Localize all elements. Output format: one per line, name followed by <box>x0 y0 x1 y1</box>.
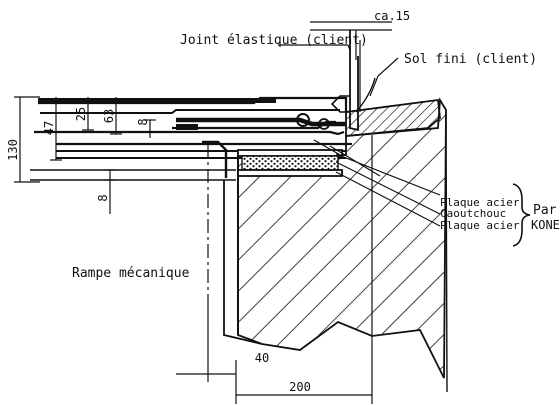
steel-plate-top <box>237 149 343 157</box>
elastic-joint <box>330 30 376 132</box>
steel-plate-bottom <box>237 169 343 177</box>
label-sol-fini: Sol fini (client) <box>404 52 537 67</box>
dim-25: 25 <box>74 107 88 121</box>
label-par: Par <box>533 203 557 218</box>
label-rampe-mecanique: Rampe mécanique <box>72 266 190 281</box>
label-ca15: ca.15 <box>374 9 410 23</box>
label-plaque-acier-2: Plaque acier <box>440 219 520 232</box>
label-joint-elastique: Joint élastique (client) <box>180 33 368 48</box>
dim-8-bottom: 8 <box>96 194 110 201</box>
label-caoutchouc: Caoutchouc <box>440 207 506 220</box>
dim-200: 200 <box>289 380 311 394</box>
dim-40: 40 <box>255 351 269 365</box>
rubber-layer <box>241 155 339 171</box>
label-plaque-acier-1: Plaque acier <box>440 196 520 209</box>
leader-lines <box>278 44 441 227</box>
dim-63: 63 <box>102 109 116 123</box>
par-kone-brace <box>512 183 531 247</box>
dim-130: 130 <box>6 139 20 161</box>
label-kone: KONE <box>531 218 560 232</box>
dim-8-top: 8 <box>136 118 150 125</box>
dimension-lines <box>14 21 392 404</box>
floor-finish-layer <box>345 98 441 137</box>
dim-47: 47 <box>42 121 56 135</box>
